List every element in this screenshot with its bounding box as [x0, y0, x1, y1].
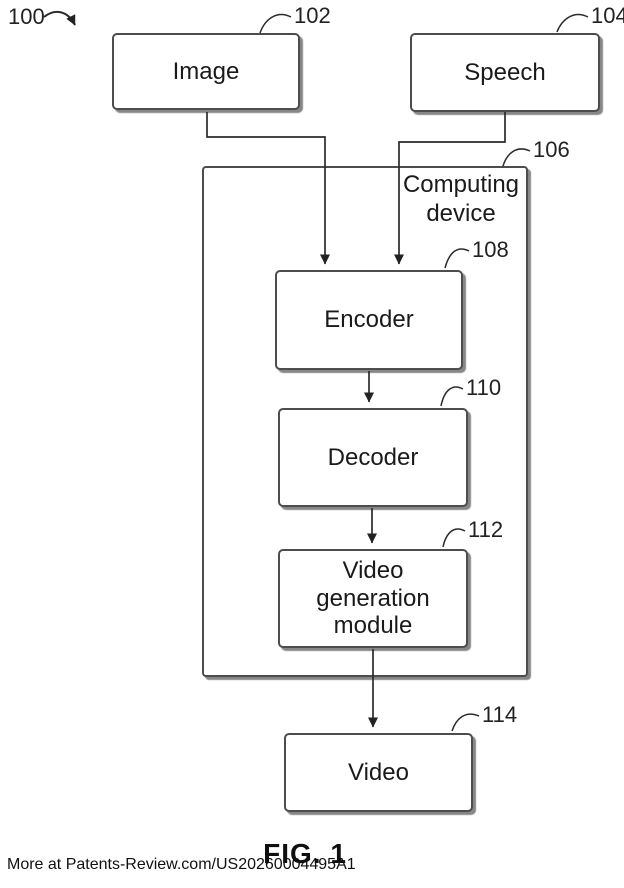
- ref-100: 100: [8, 4, 45, 29]
- ref-110: 110: [466, 375, 502, 400]
- video-label: Video: [348, 758, 409, 786]
- ref-106: 106: [533, 137, 570, 162]
- computing-device-label: Computing device: [402, 171, 520, 227]
- ref-112: 112: [468, 517, 504, 542]
- watermark-text: More at Patents-Review.com/US20260004495…: [7, 856, 356, 873]
- image-label: Image: [172, 57, 240, 85]
- encoder-label: Encoder: [324, 306, 414, 334]
- speech-box: Speech: [410, 33, 600, 112]
- video-generation-module-label: Video generation module: [316, 557, 430, 640]
- leader-102: [259, 13, 292, 34]
- leader-106: [502, 148, 531, 167]
- video-generation-module-box: Video generation module: [278, 549, 468, 648]
- ref-102: 102: [294, 3, 331, 28]
- speech-label: Speech: [464, 58, 546, 86]
- leader-104: [556, 13, 589, 33]
- figure-ref-arrow: [43, 10, 76, 26]
- leader-114: [451, 713, 480, 732]
- encoder-box: Encoder: [275, 270, 463, 370]
- ref-108: 108: [472, 237, 509, 262]
- ref-114: 114: [482, 702, 518, 727]
- figure-caption: FIG. 1: [263, 838, 347, 869]
- decoder-box: Decoder: [278, 408, 468, 507]
- ref-104: 104: [591, 3, 624, 28]
- video-box: Video: [284, 733, 473, 812]
- image-box: Image: [112, 33, 300, 110]
- decoder-label: Decoder: [327, 443, 419, 471]
